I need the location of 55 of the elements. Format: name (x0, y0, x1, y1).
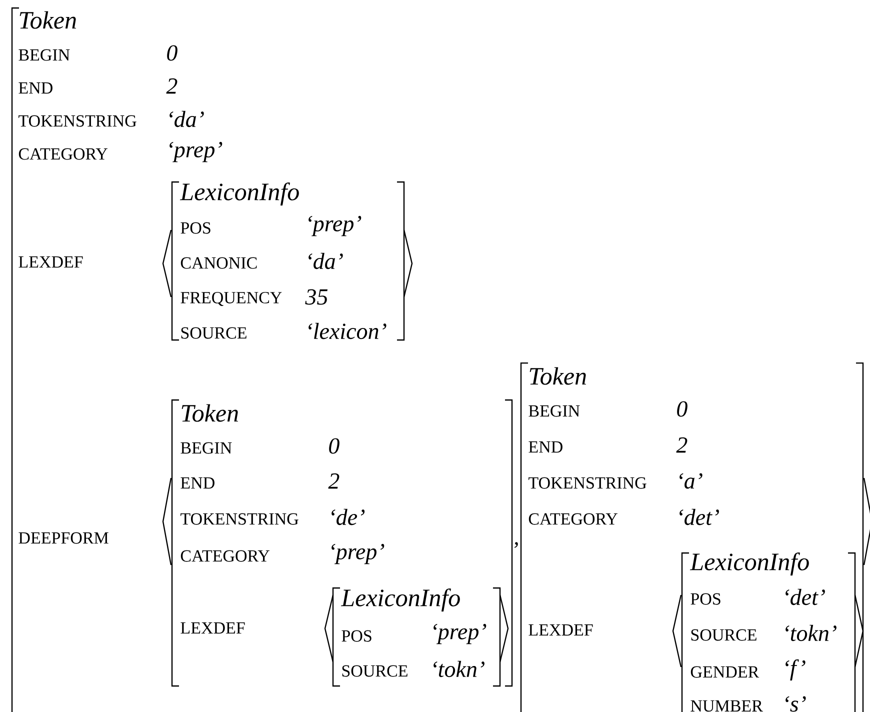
feature-value: ‘tokn’ (434, 660, 484, 678)
feature-name: END (180, 477, 214, 489)
feature-name: LEXDEF (180, 622, 245, 634)
feature-value: ‘prep’ (170, 142, 222, 162)
feature-name: GENDER (690, 666, 760, 678)
type-name: Token (20, 11, 76, 29)
feature-name: FREQUENCY (180, 292, 282, 306)
feature-name: END (528, 441, 562, 453)
feature-name: LEXDEF (18, 256, 83, 268)
feature-name: BEGIN (18, 49, 70, 61)
separator-comma: , (514, 542, 518, 548)
feature-value: ‘f’ (786, 659, 806, 681)
feature-name: CATEGORY (180, 550, 270, 562)
feature-value: 2 (328, 473, 340, 489)
feature-value: ‘s’ (786, 696, 806, 712)
feature-value: 2 (166, 78, 178, 94)
feature-name: SOURCE (342, 665, 408, 677)
feature-name: POS (180, 222, 210, 234)
feature-value: ‘det’ (680, 508, 719, 526)
feature-value: ‘prep’ (434, 624, 486, 644)
feature-name: LEXDEF (528, 624, 593, 636)
type-name: Token (530, 367, 586, 385)
feature-name: END (18, 82, 52, 94)
feature-value: 0 (677, 401, 688, 417)
feature-value: ‘lexicon’ (308, 322, 386, 340)
feature-value: ‘da’ (170, 110, 204, 128)
feature-name: TOKENSTRING (18, 115, 136, 127)
feature-name: POS (690, 593, 720, 605)
feature-value: ‘de’ (332, 508, 365, 526)
feature-value: ‘det’ (786, 588, 825, 606)
feature-value: ‘tokn’ (786, 624, 836, 642)
feature-value: 0 (329, 438, 340, 454)
feature-value: 2 (676, 437, 688, 453)
feature-name: SOURCE (181, 327, 246, 339)
feature-name: TOKENSTRING (180, 513, 298, 525)
type-name: LexiconInfo (340, 588, 460, 612)
feature-name: CATEGORY (528, 513, 618, 525)
feature-name: DEEPFORM (18, 532, 108, 544)
feature-name: BEGIN (180, 442, 232, 454)
feature-value: 35 (305, 289, 328, 305)
feature-value: ‘prep’ (308, 216, 362, 236)
feature-name: CANONIC (180, 257, 257, 269)
feature-name: CATEGORY (18, 148, 108, 160)
type-name: LexiconInfo (180, 182, 299, 206)
type-name: Token (182, 404, 238, 422)
feature-value: ‘a’ (680, 473, 702, 489)
feature-value: 0 (167, 45, 178, 61)
feature-name: POS (342, 630, 372, 642)
feature-name: BEGIN (528, 405, 580, 417)
feature-name: NUMBER (690, 700, 763, 712)
feature-name: TOKENSTRING (528, 477, 646, 489)
type-name: LexiconInfo (690, 552, 809, 576)
feature-value: ‘da’ (308, 252, 343, 270)
feature-name: SOURCE (691, 629, 756, 641)
feature-value: ‘prep’ (332, 544, 384, 564)
